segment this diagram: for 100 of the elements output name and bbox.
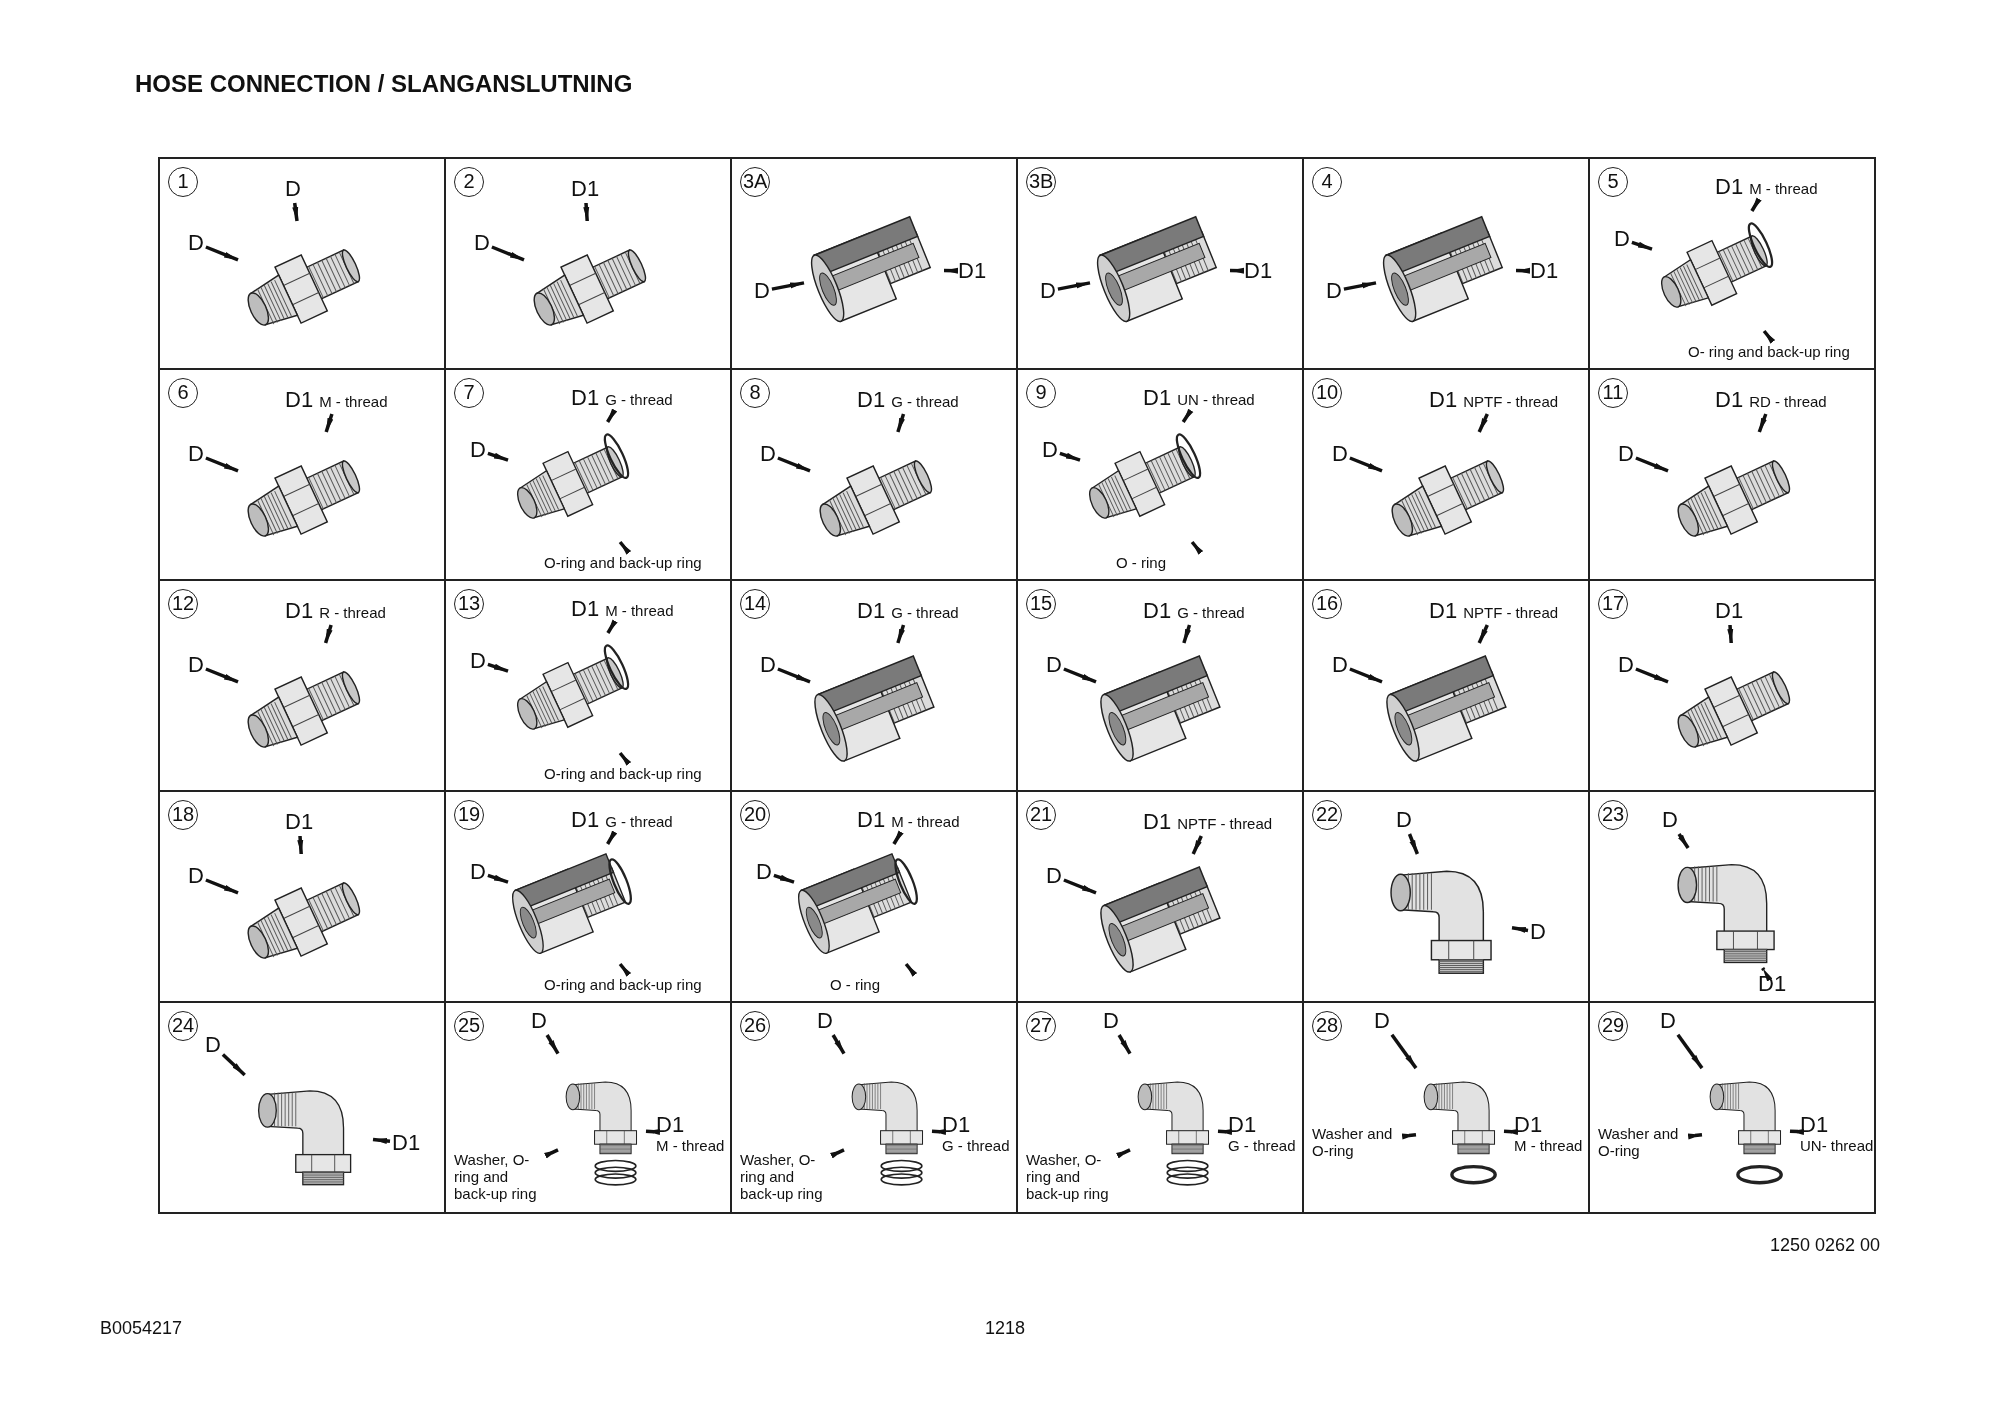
leader-line — [773, 873, 795, 884]
leader-line — [1757, 413, 1768, 433]
dimension-label: D1 — [1715, 388, 1744, 412]
dimension-label: D1 — [1429, 599, 1458, 623]
dimension-label: D — [1618, 653, 1634, 677]
dimension-label: D1 — [857, 599, 886, 623]
leader-line — [324, 413, 334, 433]
callout-text: Washer, O-ring and back-up ring — [454, 1151, 538, 1202]
leader-line — [606, 619, 618, 634]
callout-number: 3A — [740, 167, 771, 197]
dimension-label: D — [1046, 653, 1062, 677]
dimension-label: D — [470, 649, 486, 673]
dimension-label: D — [474, 231, 490, 255]
leader-line — [896, 624, 906, 644]
callout-number: 1 — [168, 167, 198, 197]
callout-text: O - ring — [830, 976, 881, 993]
dimension-label: D1 — [571, 386, 600, 410]
leader-line — [1477, 624, 1489, 644]
dimension-label: D — [760, 442, 776, 466]
leader-line — [606, 408, 618, 423]
callout-number: 22 — [1312, 800, 1342, 830]
dimension-label: D — [1046, 864, 1062, 888]
dimension-label: D1 — [571, 597, 600, 621]
dimension-label: D — [1618, 442, 1634, 466]
callout-number: 6 — [168, 378, 198, 408]
dimension-label: D1 — [1244, 259, 1273, 283]
callout-number: 28 — [1312, 1011, 1342, 1041]
dimension-label: D — [1396, 808, 1412, 832]
callout-text: O- ring and back-up ring — [1688, 343, 1851, 360]
callout-number: 13 — [454, 589, 484, 619]
callout-number: 17 — [1598, 589, 1628, 619]
leader-line — [1343, 281, 1377, 291]
dimension-label: D — [1326, 279, 1342, 303]
page-title: HOSE CONNECTION / SLANGANSLUTNING — [135, 70, 633, 98]
leader-line — [1677, 833, 1690, 849]
dimension-label: D1 — [285, 388, 314, 412]
grid-cell — [1588, 1001, 1876, 1214]
dimension-label: D — [531, 1009, 547, 1033]
leader-line — [544, 1148, 559, 1159]
callout-number: 27 — [1026, 1011, 1056, 1041]
thread-type-label: G - thread — [605, 813, 673, 830]
grid-cell — [158, 1001, 446, 1214]
callout-number: 24 — [168, 1011, 198, 1041]
dimension-label: D1 — [958, 259, 987, 283]
dimension-label: D — [1103, 1009, 1119, 1033]
callout-number: 4 — [1312, 167, 1342, 197]
thread-type-label: NPTF - thread — [1463, 604, 1559, 621]
leader-line — [606, 830, 618, 845]
dimension-label: D1 — [656, 1113, 685, 1137]
thread-type-label: UN - thread — [1177, 391, 1255, 408]
callout-text: O - ring — [1116, 554, 1167, 571]
callout-number: 15 — [1026, 589, 1056, 619]
leader-line — [1750, 197, 1762, 212]
thread-type-label: G - thread — [1177, 604, 1245, 621]
dimension-label: D — [1332, 442, 1348, 466]
leader-line — [205, 456, 239, 473]
thread-type-label: M - thread — [605, 602, 674, 619]
leader-line — [545, 1034, 560, 1055]
dimension-label: D — [470, 438, 486, 462]
dimension-label: D — [188, 442, 204, 466]
leader-line — [1635, 667, 1669, 684]
callout-number: 8 — [740, 378, 770, 408]
leader-line — [1190, 540, 1204, 555]
leader-line — [892, 830, 904, 845]
callout-text: Washer, O-ring and back-up ring — [1026, 1151, 1110, 1202]
leader-line — [831, 1034, 846, 1055]
callout-number: 29 — [1598, 1011, 1628, 1041]
dimension-label: D1 — [1514, 1113, 1543, 1137]
thread-type-label: G - thread — [891, 604, 959, 621]
thread-type-label: G - thread — [891, 393, 959, 410]
page-number: 1218 — [985, 1318, 1026, 1339]
dimension-label: D1 — [1715, 175, 1744, 199]
callout-text: Washer and O-ring — [1312, 1125, 1394, 1159]
leader-line — [1116, 1148, 1131, 1159]
leader-line — [1182, 624, 1192, 644]
dimension-label: D — [205, 1033, 221, 1057]
thread-type-label: M - thread — [319, 393, 388, 410]
leader-line — [1117, 1034, 1132, 1055]
callout-number: 7 — [454, 378, 484, 408]
leader-line — [323, 624, 333, 644]
leader-line — [1511, 926, 1529, 933]
leader-line — [1477, 413, 1489, 433]
dimension-label: D — [1530, 920, 1546, 944]
leader-line — [205, 878, 239, 895]
dimension-label: D1 — [857, 388, 886, 412]
document-code: B0054217 — [100, 1318, 183, 1339]
callout-number: 26 — [740, 1011, 770, 1041]
dimension-label: D — [754, 279, 770, 303]
leader-line — [1727, 624, 1734, 644]
callout-number: 2 — [454, 167, 484, 197]
thread-type-label: G - thread — [942, 1137, 1010, 1154]
dimension-label: D — [188, 864, 204, 888]
leader-line — [1191, 835, 1203, 855]
thread-type-label: UN- thread — [1800, 1137, 1874, 1154]
callout-text: Washer, O-ring and back-up ring — [740, 1151, 824, 1202]
leader-line — [487, 662, 509, 673]
callout-number: 19 — [454, 800, 484, 830]
dimension-label: D1 — [942, 1113, 971, 1137]
callout-text: O-ring and back-up ring — [544, 765, 703, 782]
callout-number: 25 — [454, 1011, 484, 1041]
